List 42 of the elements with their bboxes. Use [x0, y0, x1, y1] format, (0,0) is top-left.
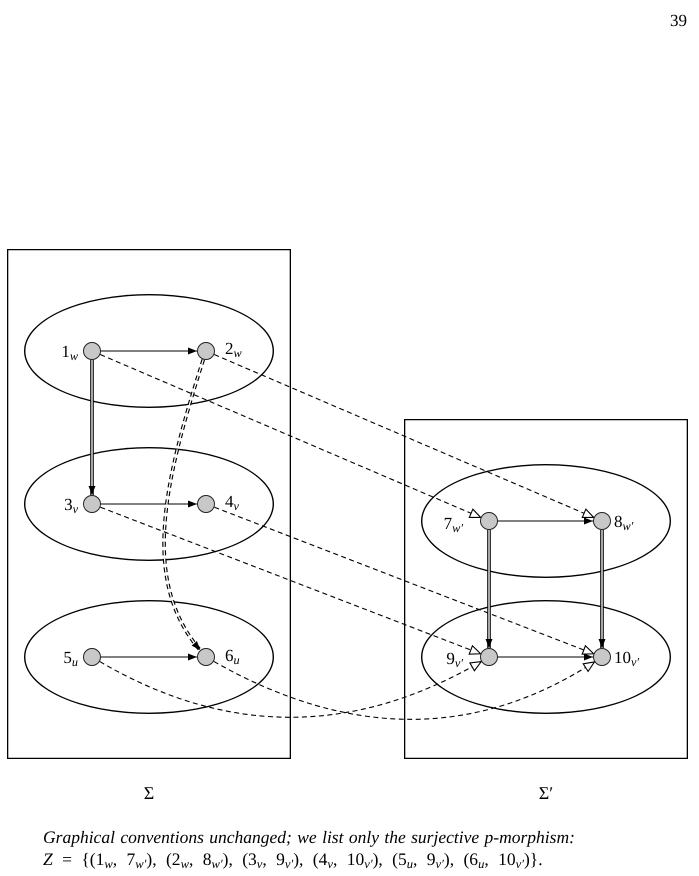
state-dot	[83, 648, 101, 666]
state-dot	[480, 648, 498, 666]
double-arrow	[486, 530, 492, 648]
node-label: 3$_{v}$	[64, 496, 78, 512]
structure-label: Σ′	[538, 785, 554, 802]
node-label: 10$_{v′}$	[614, 648, 640, 666]
structure-label: Σ	[144, 785, 154, 802]
state-dot	[593, 512, 611, 530]
node-label: 4$_{v}$	[225, 492, 239, 510]
double-dashed-arrow	[162, 359, 205, 652]
dashed-arrow	[100, 506, 482, 655]
state-dot	[593, 648, 611, 666]
arrow	[101, 348, 197, 354]
dashed-arrow	[214, 506, 594, 655]
dashed-arrow	[214, 354, 594, 518]
state-dot	[83, 495, 101, 513]
arrow	[498, 654, 593, 660]
state-dot	[197, 648, 215, 666]
caption: Graphical conventions unchanged; we list only the surjective p-morphism:	[43, 827, 575, 848]
state-dot	[480, 512, 498, 530]
structure-frame	[404, 419, 688, 759]
node-label: 8$_{w′}$	[614, 512, 634, 530]
arrow	[101, 500, 197, 508]
state-dot	[83, 342, 101, 360]
state-dot	[197, 495, 215, 513]
node-label: 6$_{u}$	[225, 646, 240, 664]
dashed-arrow	[100, 354, 482, 518]
node-label: 7$_{w′}$	[444, 514, 463, 532]
state-dot	[197, 342, 215, 360]
page-number: 39	[670, 10, 687, 31]
dashed-arrow	[100, 660, 482, 718]
node-label: 2$_{w}$	[225, 340, 242, 356]
double-arrow	[88, 360, 96, 495]
node-label: 5$_{u}$	[63, 648, 78, 666]
arrow	[498, 518, 593, 524]
double-arrow	[598, 530, 606, 648]
structure-frame	[7, 249, 291, 759]
node-label: 1$_{w}$	[61, 342, 78, 360]
formula-text: Z = {(1$_{w}$, 7$_{w′}$), (2$_{w}$, 8$_{w′}$), (3$_{v}$, 9$_{v′}$), (4$_{v}$, 10$_{v′}$), (5$_{u}$, 9$_{v′}$), (6$_{u}$, 10$_{v′}$)}.	[43, 849, 543, 870]
arrow	[101, 654, 197, 660]
node-label: 9$_{v′}$	[446, 650, 463, 667]
dashed-arrow	[214, 660, 595, 720]
